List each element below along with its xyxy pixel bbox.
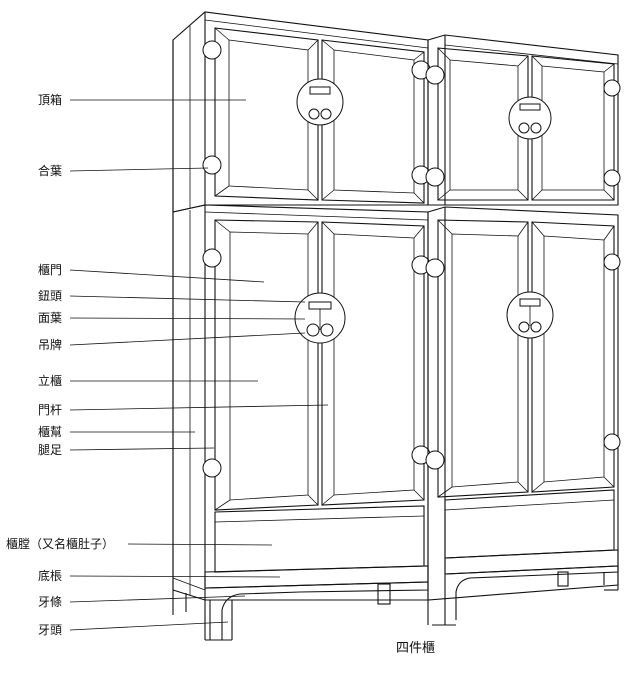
label-face-plate: 面葉 — [38, 311, 62, 325]
label-hinge: 合葉 — [38, 163, 62, 178]
label-cabinet-belly: 櫃膛（又名櫃肚子） — [6, 536, 114, 551]
label-cabinet-side: 櫃幫 — [38, 424, 62, 439]
leader-lines — [69, 99, 329, 631]
label-apron-head: 牙頭 — [38, 623, 62, 637]
right-top-chest — [425, 34, 621, 206]
left-cabinet — [172, 204, 431, 641]
left-top-chest — [172, 11, 431, 213]
right-cabinet — [425, 206, 621, 626]
label-door-stile: 門杆 — [38, 403, 62, 417]
label-cabinet-door: 櫃門 — [38, 263, 62, 277]
label-pull: 吊牌 — [38, 338, 62, 352]
label-leg: 腿足 — [38, 443, 62, 457]
label-bottom-stretcher: 底棖 — [38, 568, 62, 583]
label-apron: 牙條 — [38, 595, 62, 609]
label-top-chest: 頂箱 — [38, 92, 62, 107]
caption: 四件櫃 — [396, 641, 435, 656]
label-cabinet: 立櫃 — [38, 373, 62, 388]
label-knob: 鈕頭 — [38, 289, 62, 303]
